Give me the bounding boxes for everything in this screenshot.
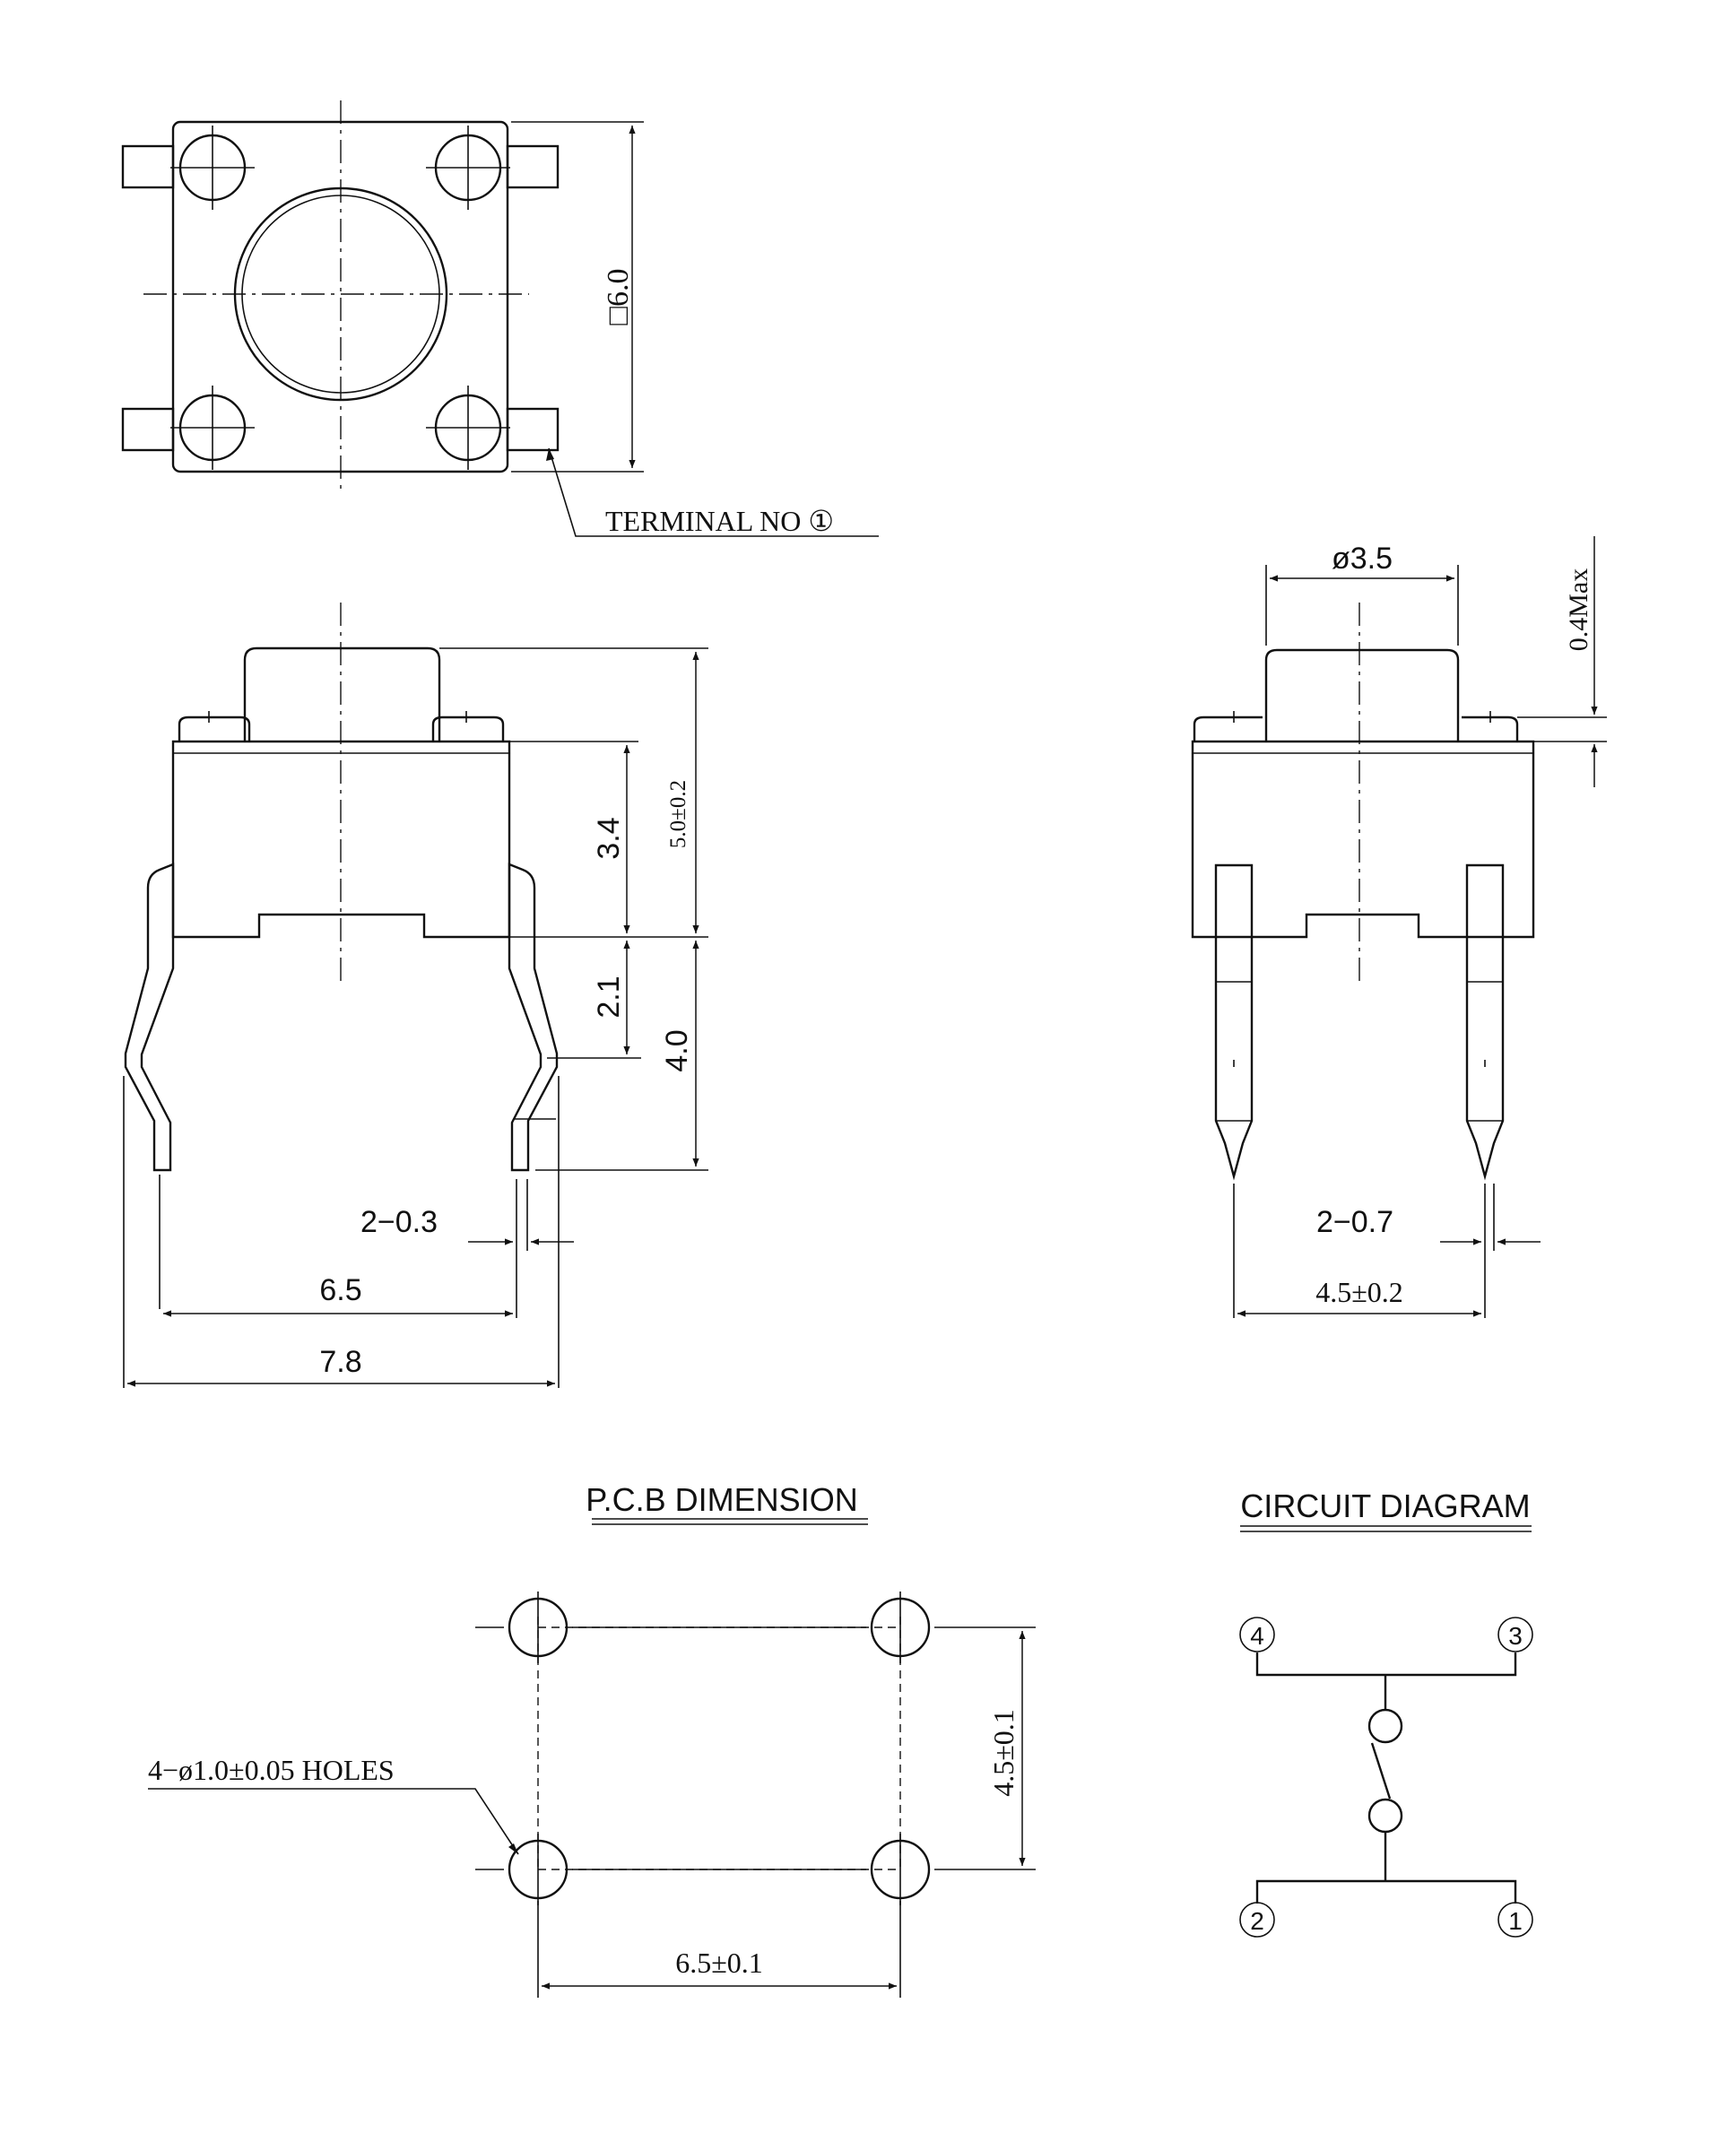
side-lead-width: 2−0.7 [1316,1205,1393,1239]
front-lead-spacing: 6.5 [319,1273,361,1307]
top-size-label: □6.0 [602,268,635,325]
contact-lower [1367,1798,1403,1834]
front-total-height: 5.0±0.2 [666,780,690,848]
side-body [1191,740,1535,939]
svg-text:1: 1 [1508,1907,1523,1935]
side-actuator-height: 0.4Max [1564,568,1593,652]
top-terminal-br [506,407,560,452]
terminal-4: 4 [1239,1617,1275,1652]
front-overall-width: 7.8 [319,1345,361,1379]
front-body-height: 3.4 [592,817,626,859]
svg-text:3: 3 [1508,1622,1523,1650]
terminal-3: 3 [1497,1617,1533,1652]
side-left-pin [1214,863,1254,1181]
front-right-lead [508,863,559,1172]
front-lead-width: 2−0.3 [360,1205,438,1239]
switch-lever [1370,1742,1392,1800]
side-actuator [1264,648,1460,742]
front-lead-length: 4.0 [660,1029,694,1071]
circuit-diagram: CIRCUIT DIAGRAM 4 3 2 1 [1239,1487,1533,1938]
top-view: □6.0 TERMINAL NO ① [121,100,879,537]
side-right-pin [1465,863,1505,1181]
side-lead-spacing: 4.5±0.2 [1315,1276,1403,1308]
top-terminal-tl [121,144,175,189]
front-actuator [243,646,441,742]
top-terminal-bl [121,407,175,452]
side-view: ø3.5 0.4Max 2−0.7 4.5±0.2 [1191,536,1607,1318]
svg-text:2: 2 [1250,1907,1264,1935]
front-bend-height: 2.1 [592,976,626,1018]
svg-text:4: 4 [1250,1622,1264,1650]
terminal-2: 2 [1239,1902,1275,1938]
terminal-no-label: TERMINAL NO ① [605,505,834,537]
front-view: 5.0±0.2 3.4 2.1 4.0 2−0.3 6.5 7.8 [123,603,708,1388]
top-terminal-tr [506,144,560,189]
contact-upper [1367,1708,1403,1744]
pcb-holes-label: 4−ø1.0±0.05 HOLES [148,1754,395,1786]
pcb-dimension: P.C.B DIMENSION 4.5±0.1 6.5±0.1 4−ø1.0±0… [148,1481,1036,1998]
pcb-title: P.C.B DIMENSION [586,1481,857,1518]
pcb-vertical-dim: 4.5±0.1 [987,1709,1020,1797]
circuit-title: CIRCUIT DIAGRAM [1240,1487,1530,1524]
side-actuator-dia: ø3.5 [1332,542,1393,576]
terminal-1: 1 [1497,1902,1533,1938]
front-left-lead [124,863,175,1172]
pcb-horizontal-dim: 6.5±0.1 [675,1947,763,1979]
front-body [171,740,511,939]
pcb-holes [508,1592,931,1905]
top-corner-holes [170,126,510,470]
